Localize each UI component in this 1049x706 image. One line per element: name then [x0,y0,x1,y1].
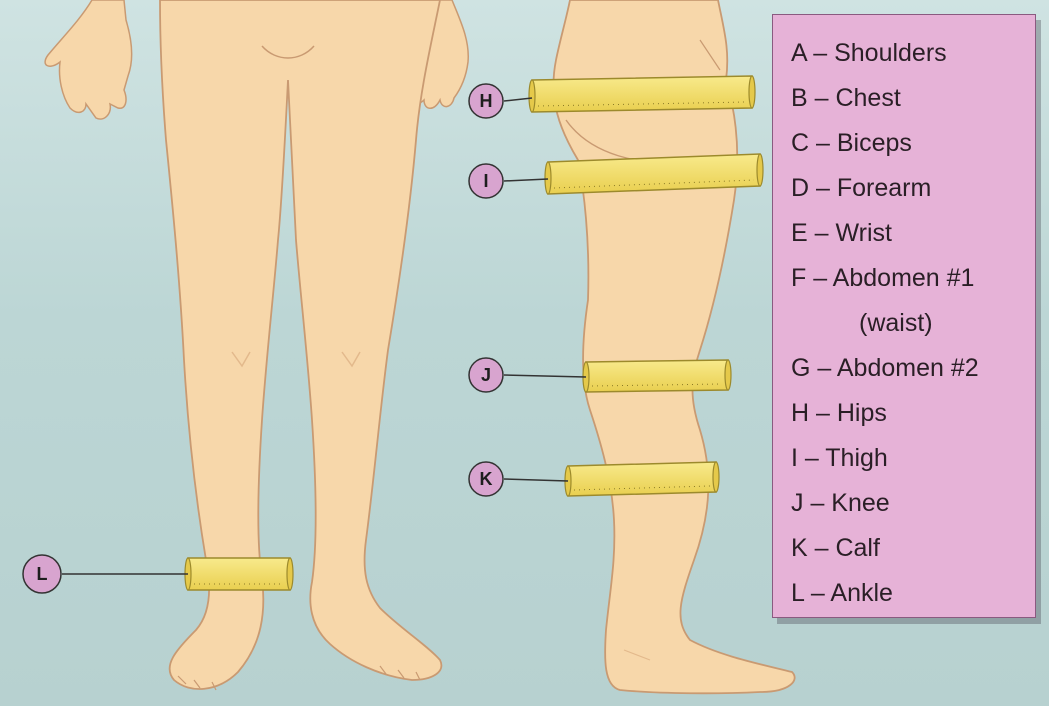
legend-item-calf: K – Calf [791,528,880,568]
legend-item-biceps: C – Biceps [791,123,912,163]
leader-line-h [504,98,532,101]
legend-item-forearm: D – Forearm [791,168,931,208]
measurement-legend: A – Shoulders B – Chest C – Biceps D – F… [772,14,1036,618]
tape-ankle [185,558,293,590]
leader-line-j [504,375,586,377]
leader-line-i [504,179,548,181]
callout-h-label: H [480,91,493,111]
callout-j-label: J [481,365,491,385]
callout-k-label: K [480,469,493,489]
leader-line-k [504,479,568,481]
callout-k: K [469,462,503,496]
legend-item-knee: J – Knee [791,483,890,523]
legend-item-ankle: L – Ankle [791,573,893,613]
callout-l-label: L [37,564,48,584]
legend-item-waist-note: (waist) [859,303,933,343]
tape-knee [583,360,731,392]
legend-item-abdomen-2: G – Abdomen #2 [791,348,979,388]
callout-j: J [469,358,503,392]
legend-item-chest: B – Chest [791,78,901,118]
callout-l: L [23,555,61,593]
legend-item-abdomen-1: F – Abdomen #1 [791,258,974,298]
tape-hips [529,76,755,112]
callout-i-label: I [483,171,488,191]
legend-item-hips: H – Hips [791,393,887,433]
legend-item-wrist: E – Wrist [791,213,892,253]
legend-item-shoulders: A – Shoulders [791,33,947,73]
callout-i: I [469,164,503,198]
legend-item-thigh: I – Thigh [791,438,888,478]
left-hand [45,0,132,119]
callout-h: H [469,84,503,118]
tape-calf [565,462,719,496]
